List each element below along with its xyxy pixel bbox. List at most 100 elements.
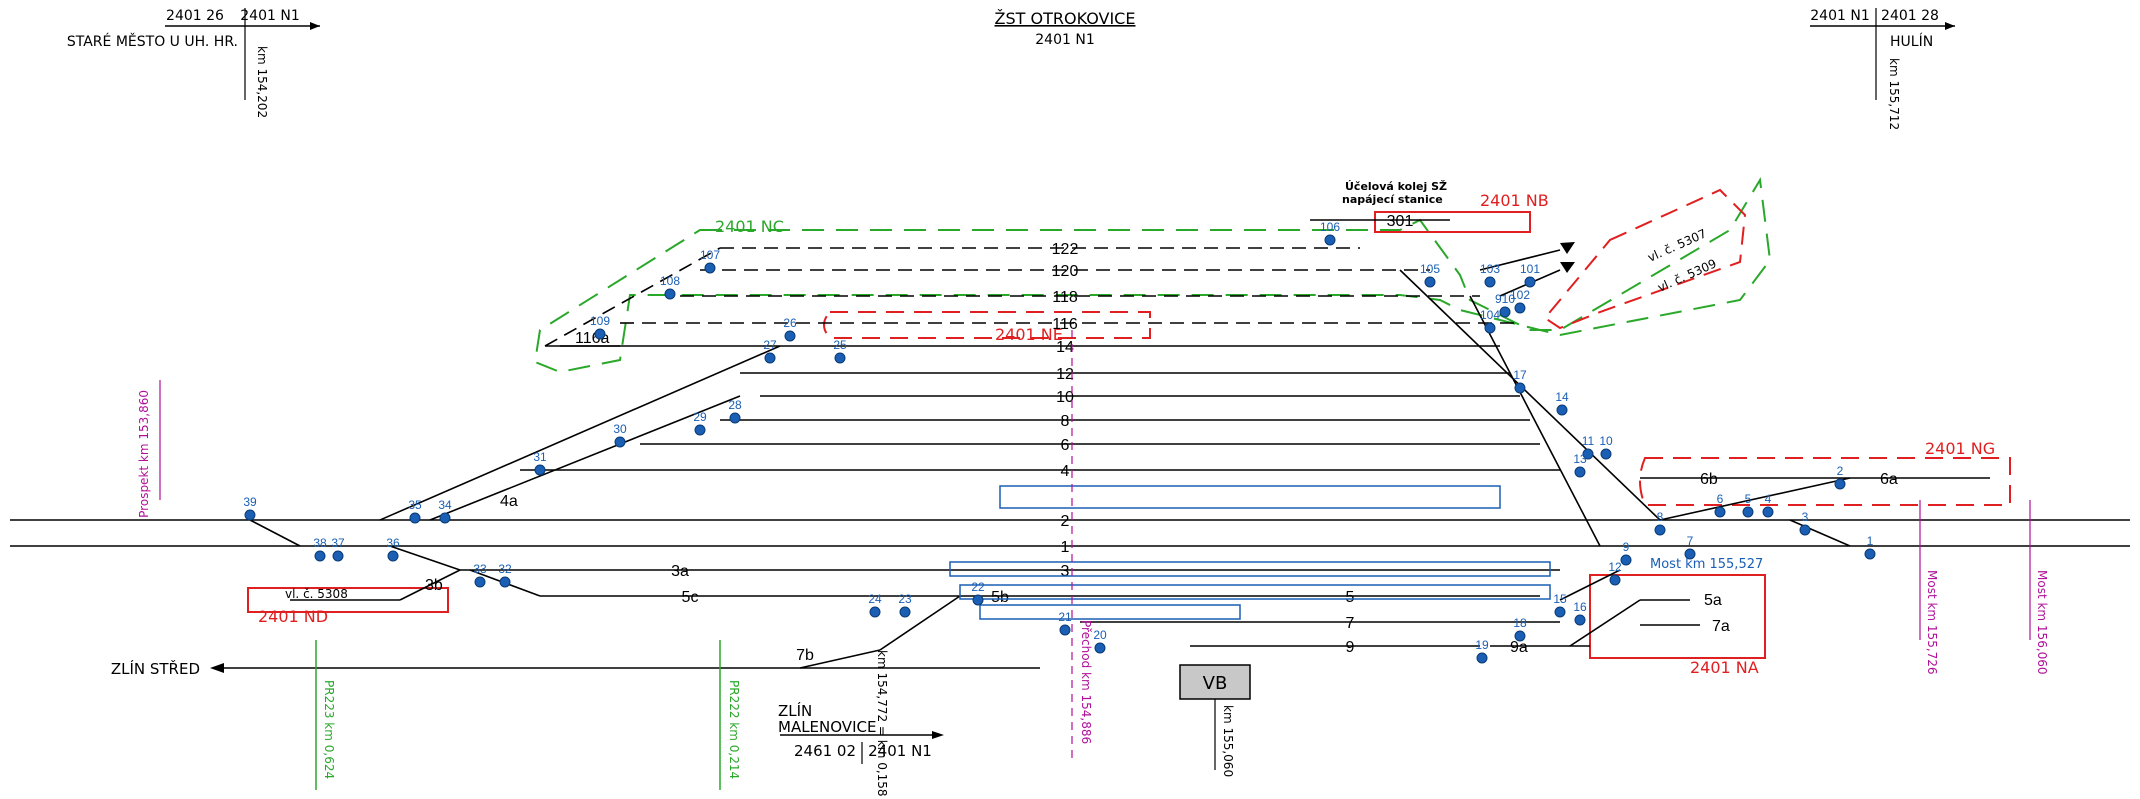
switch-1-label: 1 xyxy=(1867,534,1874,548)
header: ŽST OTROKOVICE 2401 N1 2401 26 2401 N1 S… xyxy=(67,8,1955,130)
track-label-9: 9 xyxy=(1346,639,1355,656)
switch-39-label: 39 xyxy=(243,495,257,509)
switch-37-marker xyxy=(332,550,344,562)
switch-29-label: 29 xyxy=(693,410,707,424)
vertical-notes: Prospekt km 153,860 Přechod km 154,886 M… xyxy=(137,330,2049,760)
siding-5308-label: vl. č. 5308 xyxy=(285,587,348,601)
switch-109-marker xyxy=(594,328,606,340)
track-label-120: 120 xyxy=(1052,263,1079,280)
switch-102-marker xyxy=(1514,302,1526,314)
switch-16-marker xyxy=(1574,614,1586,626)
switch-109-label: 109 xyxy=(590,314,610,328)
switch-32-label: 32 xyxy=(498,562,512,576)
switch-12-label: 12 xyxy=(1608,560,1622,574)
switch-16-label: 16 xyxy=(1573,600,1587,614)
switch-33-label: 33 xyxy=(473,562,487,576)
prosp-note: Prospekt km 153,860 xyxy=(137,390,151,518)
switch-15-marker xyxy=(1554,606,1566,618)
switch-15-label: 15 xyxy=(1553,592,1567,606)
diag-left-1 xyxy=(379,345,781,521)
zlin-code-b: 2401 N1 xyxy=(868,742,932,760)
track-label-301: 301 xyxy=(1387,213,1414,230)
switch-1-marker xyxy=(1864,548,1876,560)
zone-nb-label: 2401 NB xyxy=(1480,191,1549,210)
switch-4-marker xyxy=(1762,506,1774,518)
switch-5-marker xyxy=(1742,506,1754,518)
zone-nb-outline xyxy=(1374,211,1531,233)
special-labels: Účelová kolej SŽ napájecí stanice vl. č.… xyxy=(285,180,1763,601)
platform-box-3 xyxy=(959,584,1551,600)
prechod-note: Přechod km 154,886 xyxy=(1079,620,1093,744)
switch-33-marker xyxy=(474,576,486,588)
switch-6-marker xyxy=(1714,506,1726,518)
right-arrow-icon xyxy=(932,731,944,739)
track-label-7a: 7a xyxy=(1712,618,1730,635)
switch-105-marker xyxy=(1424,276,1436,288)
zlin-malenovice-label-b: MALENOVICE xyxy=(778,718,876,736)
track-label-6b: 6b xyxy=(1700,471,1718,488)
diag-left-3 xyxy=(249,519,301,547)
vb-km: km 155,060 xyxy=(1221,705,1235,777)
vb-box xyxy=(1179,664,1251,700)
switch-26-label: 26 xyxy=(783,316,797,330)
switch-102-label: 102 xyxy=(1510,288,1530,302)
switch-105-label: 105 xyxy=(1420,262,1440,276)
siding-5307 xyxy=(1479,249,1561,271)
track-labels: 122 120 118 116 301 116a 14 12 10 8 6 4 … xyxy=(425,213,1898,664)
track-label-5: 5 xyxy=(1346,589,1355,606)
diag-left-2 xyxy=(429,395,741,521)
track-label-5a: 5a xyxy=(1704,592,1722,609)
diag-left-4 xyxy=(389,545,461,571)
switch-910-marker xyxy=(1499,306,1511,318)
track-label-3a: 3a xyxy=(671,563,689,580)
zone-nb-siding-outline xyxy=(1543,188,1747,330)
track-label-7b: 7b xyxy=(796,647,814,664)
switch-106-marker xyxy=(1324,234,1336,246)
track-label-6a: 6a xyxy=(1880,471,1898,488)
zone-outlines xyxy=(247,177,2011,659)
switch-39-marker xyxy=(244,509,256,521)
switch-107-marker xyxy=(704,262,716,274)
switch-3-label: 3 xyxy=(1802,510,1809,524)
switch-103-marker xyxy=(1484,276,1496,288)
zone-ng-label: 2401 NG xyxy=(1925,439,1995,458)
switch-21-label: 21 xyxy=(1058,610,1072,624)
zlin-malenovice-label-a: ZLÍN xyxy=(778,701,812,720)
switch-25-marker xyxy=(834,352,846,364)
diag-bottom-1 xyxy=(879,595,961,651)
switch-26-marker xyxy=(784,330,796,342)
platform-box-2 xyxy=(949,561,1551,577)
platform-box-1 xyxy=(999,485,1501,509)
most-2-note: Most km 155,726 xyxy=(1925,570,1939,675)
siding-5308-lead xyxy=(399,569,461,601)
switch-34-label: 34 xyxy=(438,498,452,512)
switch-10-label: 10 xyxy=(1599,434,1613,448)
zone-ne-label: 2401 NE xyxy=(995,325,1063,344)
diag-bottom-2 xyxy=(799,649,881,669)
switch-23-label: 23 xyxy=(898,592,912,606)
km-malenovice: km 154,772 = km 0,158 xyxy=(875,650,889,797)
track-label-3: 3 xyxy=(1061,563,1070,580)
right-code-a: 2401 N1 xyxy=(1810,8,1869,24)
switch-12-marker xyxy=(1609,574,1621,586)
siding-5309-label: vl. č. 5309 xyxy=(1656,256,1719,294)
track-label-4a: 4a xyxy=(500,493,518,510)
zlin-stred-label: ZLÍN STŘED xyxy=(111,659,200,678)
switch-38-marker xyxy=(314,550,326,562)
switch-13-label: 13 xyxy=(1573,452,1587,466)
switch-104-marker xyxy=(1484,322,1496,334)
zone-na-label: 2401 NA xyxy=(1690,658,1759,677)
track-label-8: 8 xyxy=(1061,413,1070,430)
switch-8-label: 8 xyxy=(1657,510,1664,524)
track-label-7: 7 xyxy=(1346,615,1355,632)
switch-28-label: 28 xyxy=(728,398,742,412)
switch-910-label: 910 xyxy=(1495,292,1515,306)
track-label-1: 1 xyxy=(1061,539,1070,556)
track-label-10: 10 xyxy=(1056,389,1074,406)
diag-right-6 xyxy=(1569,599,1641,647)
switch-8-marker xyxy=(1654,524,1666,536)
switch-101-marker xyxy=(1524,276,1536,288)
switch-10-marker xyxy=(1600,448,1612,460)
tracks xyxy=(10,219,2130,736)
